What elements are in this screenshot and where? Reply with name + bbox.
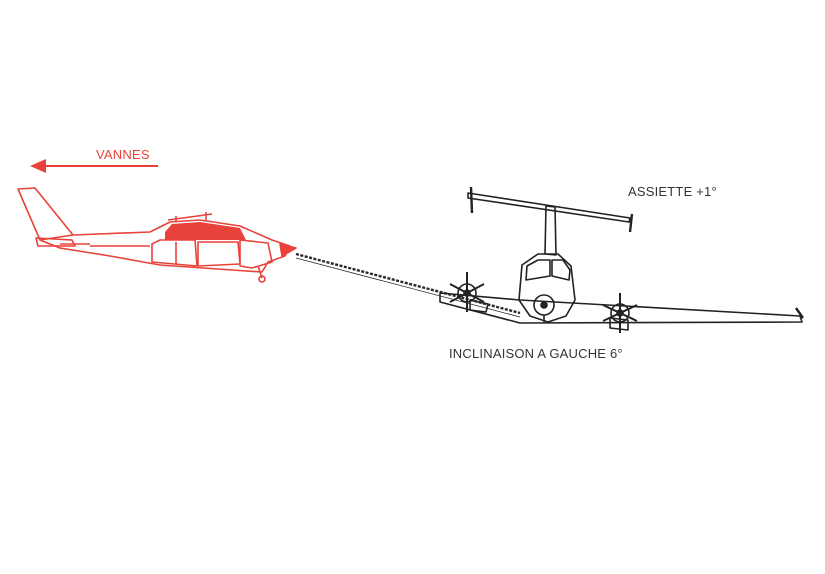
left-engine bbox=[449, 272, 489, 313]
vannes-label: VANNES bbox=[96, 147, 150, 162]
tow-rope bbox=[295, 252, 521, 318]
assiette-label: ASSIETTE +1° bbox=[628, 184, 717, 199]
towed-aircraft bbox=[439, 186, 804, 333]
tow-plane bbox=[17, 187, 297, 283]
right-engine bbox=[602, 293, 638, 333]
direction-arrow bbox=[30, 159, 158, 173]
inclinaison-label: INCLINAISON A GAUCHE 6° bbox=[449, 346, 623, 361]
